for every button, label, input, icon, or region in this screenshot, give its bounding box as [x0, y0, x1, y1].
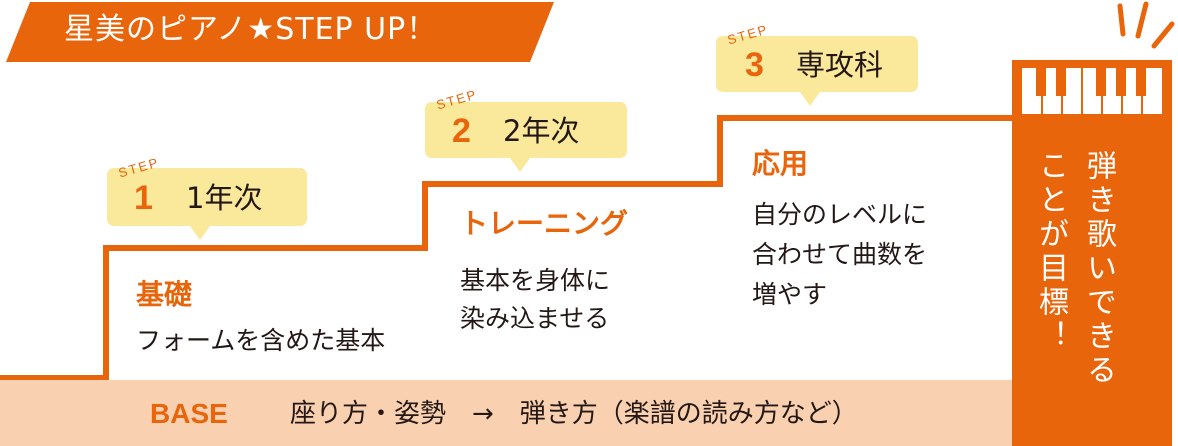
step-3-desc-line-2: 合わせて曲数を: [752, 240, 928, 269]
piano-keyboard-icon: [1022, 68, 1162, 114]
step-2-label: 2年次: [503, 114, 580, 148]
step-1-heading: 基礎: [136, 278, 193, 311]
step-3-heading: 応用: [752, 147, 809, 180]
step-3-desc-line-1: 自分のレベルに: [752, 200, 928, 229]
step-3-number: 3: [745, 46, 764, 84]
step-2-tag: [425, 102, 627, 158]
goal-text-line-1: 弾き歌いできる: [1081, 150, 1116, 388]
step-3-label: 専攻科: [796, 48, 884, 82]
page-title: 星美のピアノ★STEP UP！: [64, 12, 438, 47]
step-1-desc-line-1: フォームを含めた基本: [136, 326, 386, 355]
step-2-number: 2: [452, 112, 471, 150]
step-3-tag-tail: [800, 92, 820, 106]
step-2-desc-line-1: 基本を身体に: [460, 266, 611, 295]
base-band: [0, 380, 1012, 446]
step-3-desc-line-3: 増やす: [752, 280, 828, 309]
base-text: 座り方・姿勢 → 弾き方（楽譜の読み方など）: [290, 399, 858, 429]
goal-text-line-2: ことが目標！: [1033, 150, 1068, 354]
step-1-label: 1年次: [186, 181, 263, 215]
step-3-tag: [716, 36, 918, 92]
step-2-heading: トレーニング: [460, 207, 629, 240]
step-2-tag-tail: [510, 158, 530, 172]
sparkle-lines-icon: [1117, 1, 1175, 49]
step-1-tag: [107, 168, 307, 226]
step-2-desc-line-2: 染み込ませる: [460, 304, 610, 333]
step-1-number: 1: [134, 179, 153, 217]
step-1-tag-tail: [190, 226, 210, 240]
title-banner: [6, 2, 554, 62]
base-label: BASE: [150, 398, 228, 429]
goal-pillar: [1012, 60, 1172, 446]
